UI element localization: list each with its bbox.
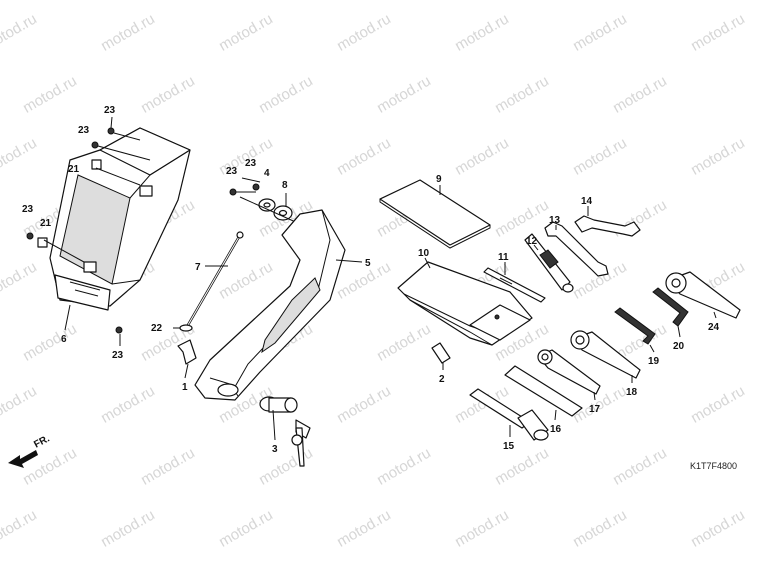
part-13-wrench <box>544 221 609 277</box>
callout-numbers: 1 2 3 4 5 6 7 8 9 10 11 12 13 14 15 16 1… <box>22 105 720 455</box>
callout-23-c: 23 <box>22 204 34 215</box>
callout-15: 15 <box>503 441 515 452</box>
callout-8: 8 <box>282 180 288 191</box>
callout-23-b: 23 <box>78 125 90 136</box>
leader-lines <box>64 116 717 441</box>
callout-24: 24 <box>708 322 720 333</box>
callout-4: 4 <box>264 168 270 179</box>
part-7-rod <box>186 231 244 326</box>
part-9-card <box>379 179 491 249</box>
part-5-side-cover <box>194 209 346 401</box>
part-21-clip-a <box>91 159 141 186</box>
callout-23-f: 23 <box>245 158 257 169</box>
callout-17: 17 <box>589 404 601 415</box>
callout-9: 9 <box>436 174 442 185</box>
part-22-clip <box>179 324 193 332</box>
part-19-hex-key <box>614 307 656 345</box>
part-21-clip-b <box>37 237 85 263</box>
front-label: FR. <box>32 433 52 450</box>
part-17-box-wrench <box>537 349 601 395</box>
callout-20: 20 <box>673 341 685 352</box>
callout-12: 12 <box>526 236 538 247</box>
callout-11: 11 <box>498 252 509 263</box>
front-arrow: FR. <box>8 433 52 468</box>
callout-21-a: 21 <box>68 164 80 175</box>
callout-21-b: 21 <box>40 218 52 229</box>
part-2-fitting <box>431 342 451 364</box>
part-15-socket-wrench <box>469 388 549 441</box>
part-16-flat-bar <box>504 365 583 417</box>
part-6-toolbox <box>49 127 191 311</box>
part-10-tool-bag <box>397 261 533 346</box>
callout-22: 22 <box>151 323 163 334</box>
part-24-spanner <box>665 271 741 319</box>
callout-2: 2 <box>439 374 445 385</box>
part-1-bracket <box>177 339 197 365</box>
callout-13: 13 <box>549 215 561 226</box>
callout-6: 6 <box>61 334 67 345</box>
callout-23-a: 23 <box>104 105 116 116</box>
callout-10: 10 <box>418 248 430 259</box>
callout-23-d: 23 <box>112 350 124 361</box>
part-3-lock <box>259 396 311 467</box>
part-14-wrench <box>574 215 641 237</box>
part-4-collar <box>258 198 276 212</box>
diagram-code: K1T7F4800 <box>690 461 738 471</box>
part-8-grommet <box>239 196 301 225</box>
part-11-screwdriver-bit <box>483 267 546 303</box>
part-23-bolts <box>26 127 260 334</box>
part-18-spanner <box>570 330 641 379</box>
callout-1: 1 <box>182 382 188 393</box>
callout-18: 18 <box>626 387 638 398</box>
callout-19: 19 <box>648 356 660 367</box>
callout-7: 7 <box>195 262 201 273</box>
callout-5: 5 <box>365 258 371 269</box>
callout-14: 14 <box>581 196 593 207</box>
callout-3: 3 <box>272 444 278 455</box>
callout-23-e: 23 <box>226 166 238 177</box>
callout-16: 16 <box>550 424 562 435</box>
